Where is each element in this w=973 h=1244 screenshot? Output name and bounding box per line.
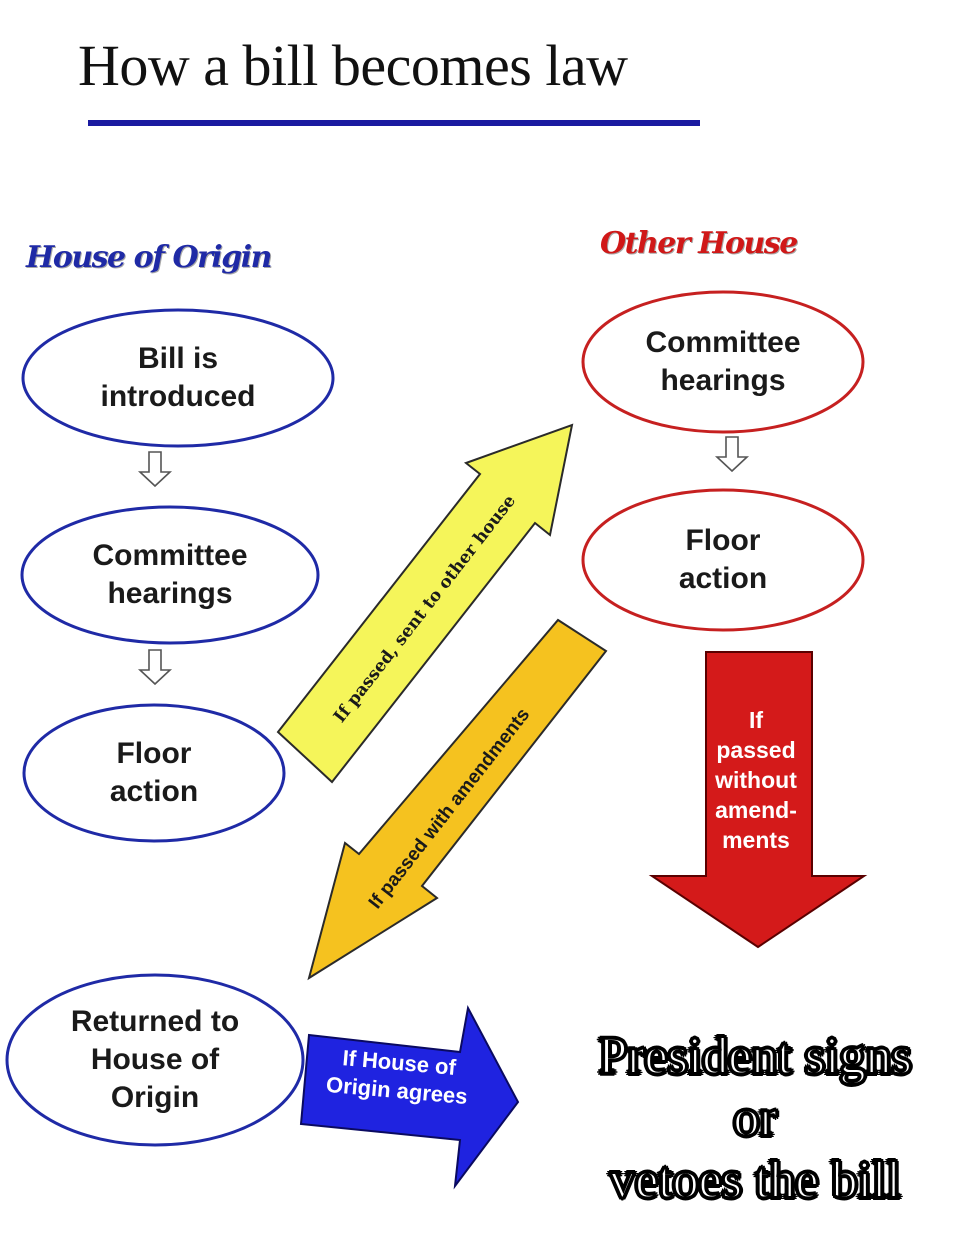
- column-heading-house-of-origin: House of Origin: [26, 240, 272, 275]
- node-other-floor-action: Floor action: [678, 524, 768, 595]
- arrow-label-without-amendments: If passed without amend- ments: [715, 707, 797, 853]
- hollow-down-arrow-icon: [714, 436, 750, 473]
- node-returned-shape: [5, 973, 305, 1147]
- hollow-down-arrow-icon: [137, 451, 173, 488]
- node-origin-floor-shape: [22, 703, 286, 843]
- node-origin-floor-action: Floor action: [109, 737, 199, 808]
- title-underline: [88, 120, 700, 126]
- arrow-origin-agrees: [299, 1004, 520, 1190]
- node-other-floor-shape: [581, 488, 865, 632]
- arrow-passed-with-amendments: [307, 618, 608, 981]
- column-heading-other-house: Other House: [600, 226, 798, 261]
- node-other-committee-hearings: Committee hearings: [645, 326, 801, 397]
- node-bill-introduced: Bill is introduced: [100, 342, 256, 413]
- page-title: How a bill becomes law: [78, 33, 628, 98]
- node-returned-to-house-of-origin: Returned to House of Origin: [70, 1005, 240, 1114]
- arrow-sent-to-other-house: [276, 423, 574, 784]
- outcome-president: President signs or vetoes the bill: [597, 1027, 912, 1210]
- node-bill-introduced-shape: [21, 308, 335, 448]
- node-origin-committee-hearings: Committee hearings: [92, 539, 248, 610]
- node-origin-committee-shape: [20, 505, 320, 645]
- hollow-down-arrow-icon: [137, 649, 173, 686]
- node-other-committee-shape: [581, 290, 865, 434]
- arrow-passed-without-amendments: [648, 651, 868, 949]
